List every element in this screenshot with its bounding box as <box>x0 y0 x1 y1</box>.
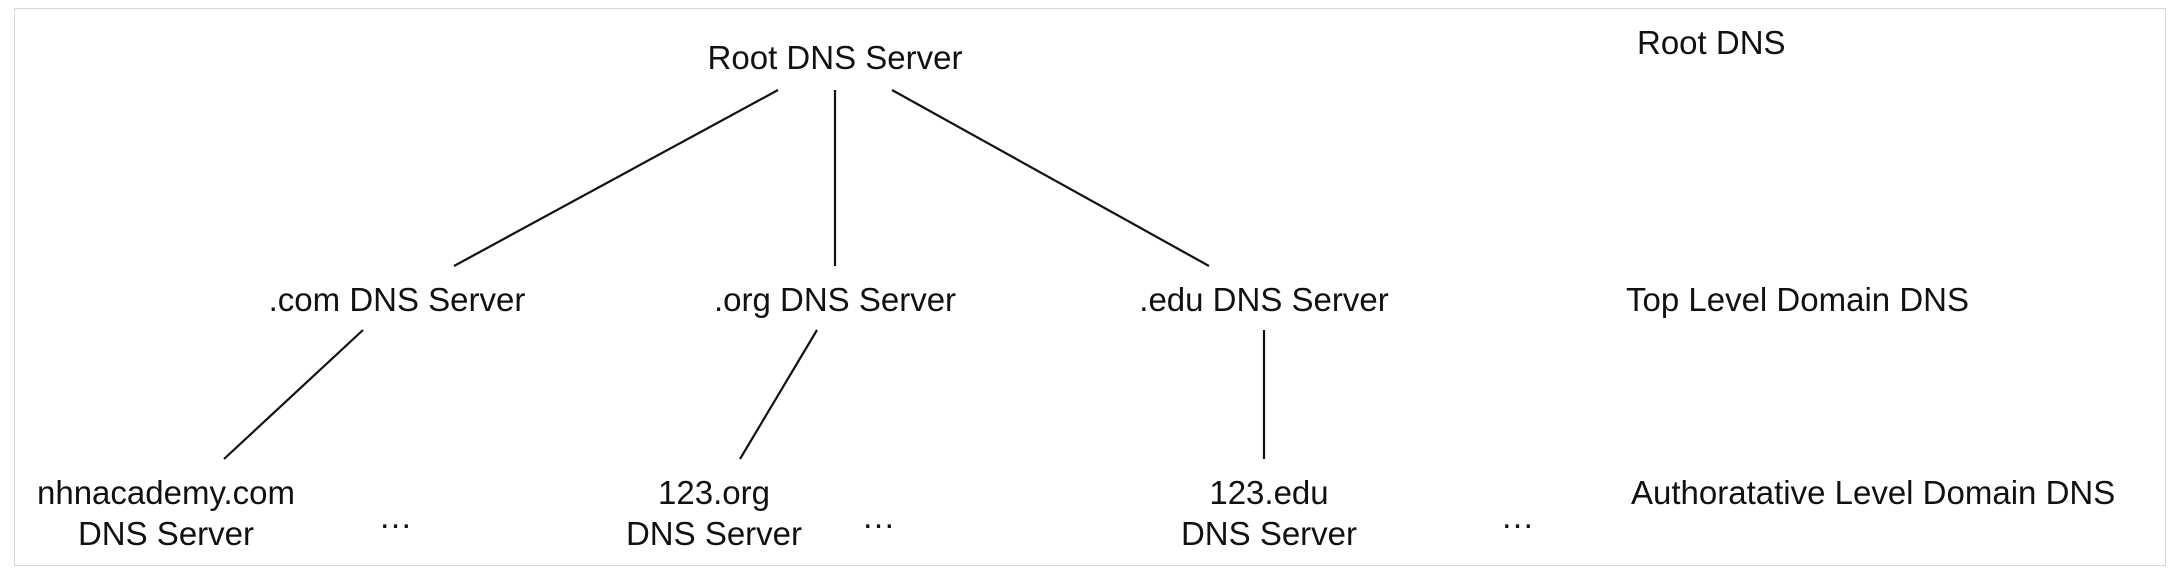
com-dns-server-node: .com DNS Server <box>268 281 526 318</box>
diagram-frame <box>14 8 2166 566</box>
123org-node-line2: DNS Server <box>625 515 803 552</box>
123edu-node-line1: 123.edu <box>1209 474 1329 511</box>
level-label-tld: Top Level Domain DNS <box>1626 281 1969 318</box>
level-label-authoritative: Authoratative Level Domain DNS <box>1631 474 2116 511</box>
org-dns-server-node: .org DNS Server <box>713 281 957 318</box>
root-dns-server-node: Root DNS Server <box>707 39 963 76</box>
ellipsis-after-nhnacademy: … <box>378 498 414 536</box>
nhnacademy-node-line1: nhnacademy.com <box>36 474 296 511</box>
ellipsis-after-123org: … <box>861 498 897 536</box>
edge-org-123org <box>739 329 818 460</box>
nhnacademy-dns-server-node: nhnacademy.com DNS Server <box>37 472 295 554</box>
123org-dns-server-node: 123.org DNS Server <box>626 472 802 554</box>
nhnacademy-node-line2: DNS Server <box>77 515 255 552</box>
edge-root-edu <box>891 89 1210 267</box>
edge-com-nhnacademy <box>223 329 364 460</box>
123org-node-line1: 123.org <box>658 474 770 511</box>
edge-root-com <box>453 89 779 267</box>
123edu-node-line2: DNS Server <box>1180 515 1358 552</box>
123edu-dns-server-node: 123.edu DNS Server <box>1181 472 1357 554</box>
ellipsis-after-123edu: … <box>1500 498 1536 536</box>
level-label-root: Root DNS <box>1637 24 1786 61</box>
edu-dns-server-node: .edu DNS Server <box>1139 281 1389 318</box>
